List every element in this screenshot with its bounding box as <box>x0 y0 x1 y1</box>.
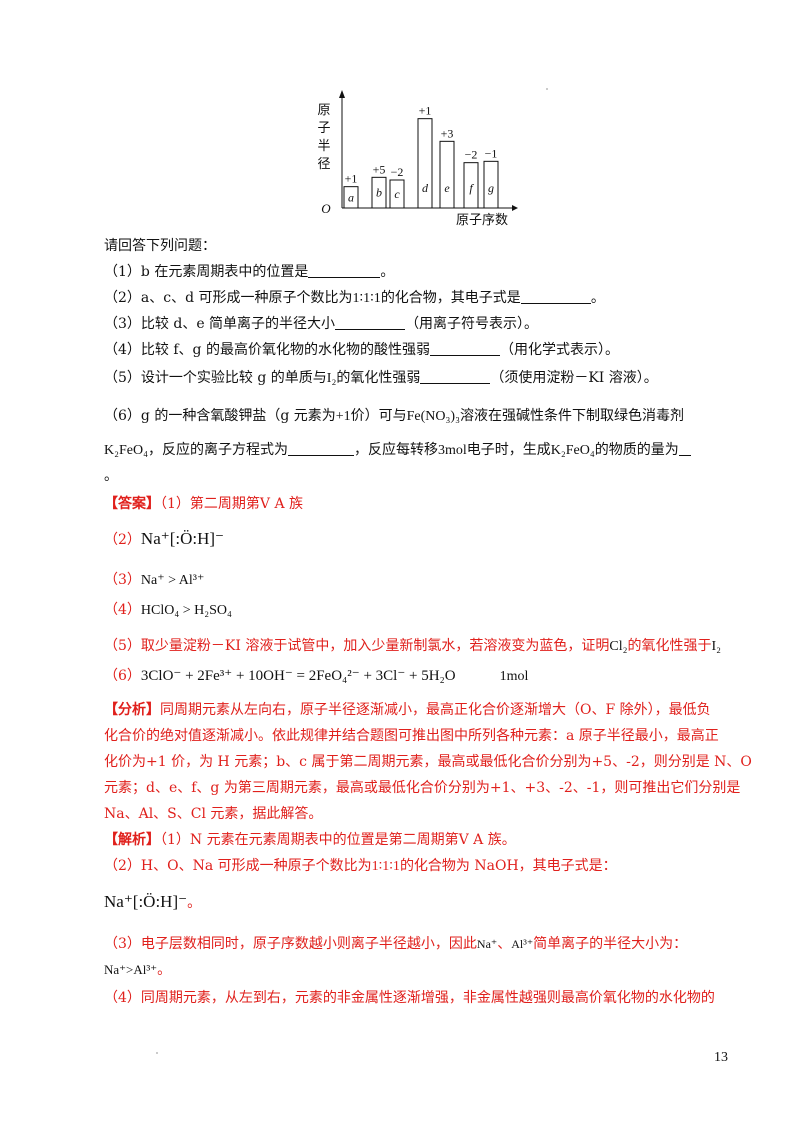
bar-value-label: +1 <box>345 172 358 186</box>
analysis-line-3: 化价为+1 价，为 H 元素；b、c 属于第二周期元素，最高或最低化合价分别为+… <box>104 754 752 770</box>
answer-blank <box>308 263 381 278</box>
bar-value-label: −1 <box>485 146 498 160</box>
answer-blank <box>520 289 591 304</box>
bar-c <box>389 179 405 209</box>
y-axis-label-char: 半 <box>317 139 330 154</box>
y-axis-label-char: 原 <box>317 103 330 118</box>
page-number: 13 <box>714 1050 728 1065</box>
bar-value-label: +5 <box>373 162 386 176</box>
explanation-3: （3）电子层数相同时，原子序数越小则离子半径越小，因此Na⁺、Al³⁺简单离子的… <box>104 936 688 952</box>
question-2: （2）a、c、d 可形成一种原子个数比为1∶1∶1的化合物，其电子式是。 <box>104 289 605 306</box>
answer-tag: 【答案】 <box>104 496 160 512</box>
answer-blank <box>429 341 500 356</box>
question-3: （3）比较 d、e 简单离子的半径大小（用离子符号表示）。 <box>104 315 539 332</box>
question-5: （5）设计一个实验比较 g 的单质与I₂的氧化性强弱（须使用淀粉－KI 溶液）。 <box>104 369 658 386</box>
atomic-radius-chart: 原子半径 O 原子序数 a +1 b +5 c −2 d +1 e +3 f −2 g −1 <box>317 90 518 228</box>
scan-dot <box>546 88 548 90</box>
explanation-2-formula: Na⁺[:Ö:H]⁻。 <box>104 892 202 911</box>
answer-4: （4）HClO₄ > H₂SO₄ <box>104 602 232 618</box>
question-1: （1）b 在元素周期表中的位置是。 <box>104 263 395 280</box>
bar-value-label: +3 <box>441 126 454 140</box>
explanation-2: （2）H、O、Na 可形成一种原子个数比为1∶1∶1的化合物为 NaOH，其电子… <box>104 858 617 874</box>
electron-formula-naoh: Na⁺[:Ö:H]⁻ <box>140 529 225 548</box>
origin-label: O <box>321 201 331 216</box>
analysis-tag: 【分析】 <box>104 702 160 718</box>
bar-b <box>371 176 387 209</box>
analysis-line-4: 元素；d、e、f、g 为第三周期元素，最高或最低化合价分别为+1、+3、-2、-… <box>104 780 741 796</box>
explanation-1: 【解析】（1）N 元素在元素周期表中的位置是第二周期第Ⅴ A 族。 <box>104 832 516 848</box>
answer-5: （5）取少量淀粉－KI 溶液于试管中，加入少量新制氯水，若溶液变为蓝色，证明Cl… <box>104 638 722 654</box>
answer-blank <box>678 441 691 456</box>
x-axis-arrow <box>512 205 518 211</box>
bar-category-label: g <box>488 181 494 195</box>
answer-blank <box>335 315 406 330</box>
y-axis-label-char: 子 <box>317 121 330 136</box>
explanation-3-answer: Na⁺>Al³⁺。 <box>104 962 172 978</box>
analysis-line-2: 化合价的绝对值逐渐减小。依此规律并结合题图可推出图中所列各种元素：a 原子半径最… <box>104 728 719 744</box>
bar-e <box>439 140 455 209</box>
scan-dot <box>156 1052 158 1054</box>
bar-f <box>463 162 479 209</box>
ion-equation: 3ClO⁻ + 2Fe³⁺ + 10OH⁻ = 2FeO₄²⁻ + 3Cl⁻ +… <box>140 668 456 684</box>
bar-category-label: f <box>469 181 474 195</box>
bar-category-label: c <box>394 187 400 201</box>
analysis-line-5: Na、Al、S、Cl 元素，据此解答。 <box>104 806 323 822</box>
bar-category-label: b <box>376 186 382 200</box>
answer-1: 【答案】（1）第二周期第Ⅴ A 族 <box>104 496 304 512</box>
bar-value-label: +1 <box>419 104 432 118</box>
explanation-tag: 【解析】 <box>104 832 160 848</box>
electron-formula-naoh: Na⁺[:Ö:H]⁻ <box>104 892 188 911</box>
bar-category-label: d <box>422 181 429 195</box>
answer-blank <box>287 441 354 456</box>
question-6-line-2: K₂FeO₄，反应的离子方程式为，反应每转移3mol电子时，生成K₂FeO₄的物… <box>104 440 691 461</box>
analysis-line-1: 【分析】同周期元素从左向右，原子半径逐渐减小，最高正化合价逐渐增大（O、F 除外… <box>104 702 711 718</box>
bar-value-label: −2 <box>391 165 404 179</box>
explanation-4: （4）同周期元素，从左到右，元素的非金属性逐渐增强，非金属性越强则最高价氧化物的… <box>104 990 715 1006</box>
answer-blank <box>420 369 491 384</box>
question-4: （4）比较 f、g 的最高价氧化物的水化物的酸性强弱（用化学式表示）。 <box>104 341 619 358</box>
bar-value-label: −2 <box>465 148 478 162</box>
bar-a <box>343 186 359 209</box>
y-axis-label-char: 径 <box>317 157 330 172</box>
bar-g <box>483 160 499 209</box>
question-6-line-1: （6）g 的一种含氧酸钾盐（g 元素为+1价）可与Fe(NO₃)₃溶液在强碱性条… <box>104 408 684 424</box>
bar-category-label: e <box>444 181 450 195</box>
y-axis-arrow <box>339 90 345 98</box>
answer-2: （2）Na⁺[:Ö:H]⁻ <box>104 529 225 548</box>
question-intro: 请回答下列问题： <box>104 238 216 254</box>
question-6-line-3: 。 <box>104 468 118 484</box>
answer-6: （6）3ClO⁻ + 2Fe³⁺ + 10OH⁻ = 2FeO₄²⁻ + 3Cl… <box>104 668 529 684</box>
x-axis-label: 原子序数 <box>456 213 508 228</box>
bar-category-label: a <box>348 190 354 204</box>
answer-3: （3）Na⁺ > Al³⁺ <box>104 572 205 588</box>
bar-d <box>417 118 433 209</box>
